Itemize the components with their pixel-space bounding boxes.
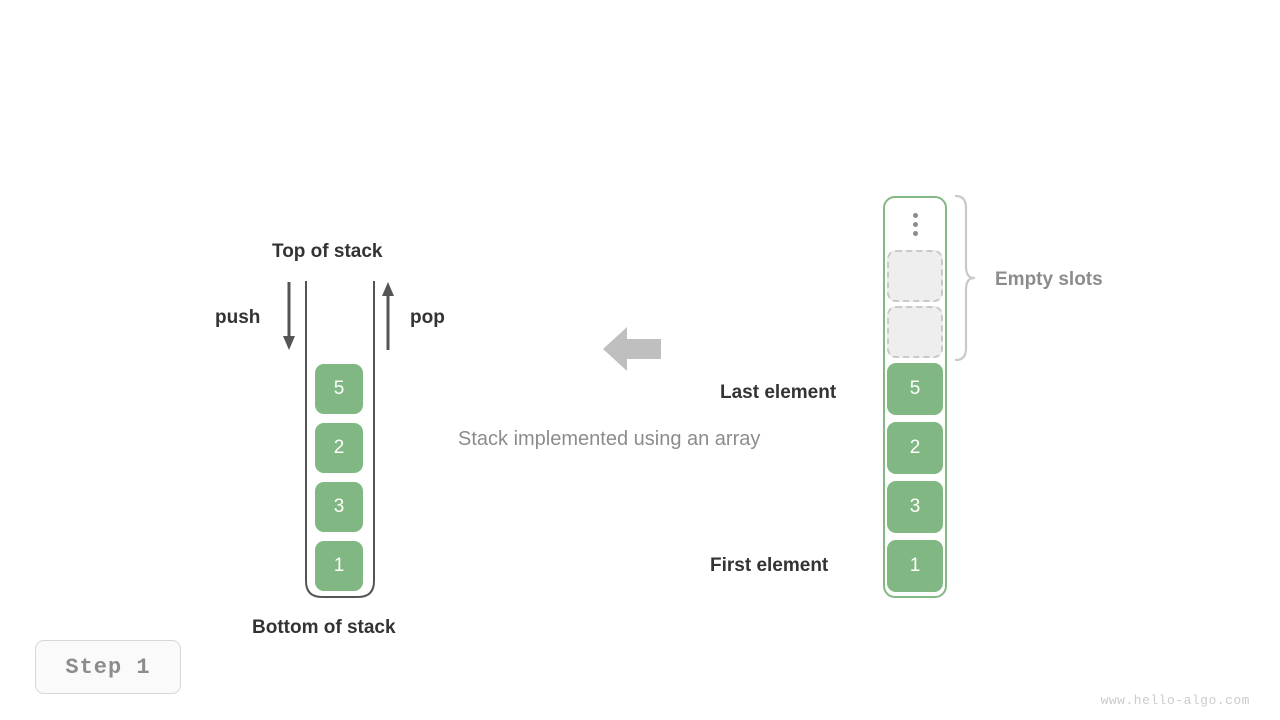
first-element-label: First element xyxy=(710,555,829,576)
arrow-left-icon xyxy=(603,327,661,371)
stack-element: 3 xyxy=(315,482,363,532)
array-element: 3 xyxy=(887,481,943,533)
top-of-stack-label: Top of stack xyxy=(272,241,383,262)
array-empty-slot xyxy=(887,250,943,302)
array-element: 1 xyxy=(887,540,943,592)
pop-label: pop xyxy=(410,307,445,328)
bottom-of-stack-label: Bottom of stack xyxy=(252,617,396,638)
vertical-ellipsis-icon xyxy=(887,199,943,249)
array-empty-slot xyxy=(887,306,943,358)
arrow-up-icon xyxy=(382,282,394,350)
push-label: push xyxy=(215,307,261,328)
stack-element: 5 xyxy=(315,364,363,414)
stack-container xyxy=(305,281,375,598)
curly-brace-icon xyxy=(954,194,976,362)
diagram-caption: Stack implemented using an array xyxy=(458,428,761,450)
array-element: 2 xyxy=(887,422,943,474)
stack-element: 1 xyxy=(315,541,363,591)
array-element: 5 xyxy=(887,363,943,415)
step-badge: Step 1 xyxy=(35,640,181,694)
arrow-down-icon xyxy=(283,282,295,350)
empty-slots-label: Empty slots xyxy=(995,269,1103,290)
stack-element: 2 xyxy=(315,423,363,473)
last-element-label: Last element xyxy=(720,382,837,403)
watermark: www.hello-algo.com xyxy=(1100,693,1250,708)
stack-view: Top of stack push pop 5 2 3 1 Bottom of … xyxy=(215,241,445,638)
